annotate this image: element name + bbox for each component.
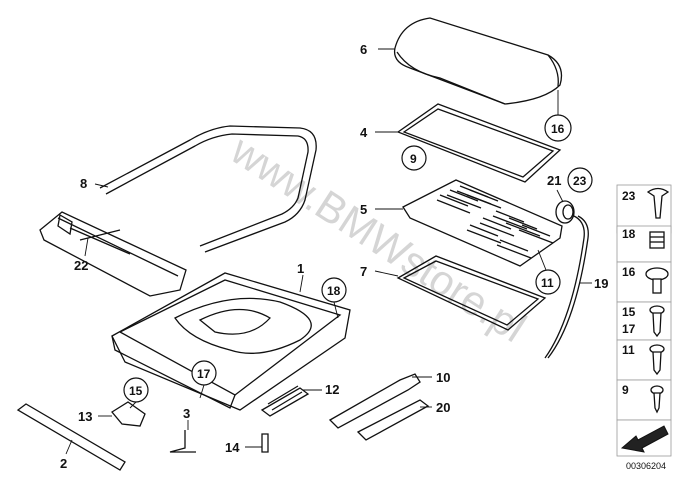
svg-text:17: 17 xyxy=(622,322,636,336)
legend-row-15-17: 15 17 xyxy=(622,305,665,338)
label-3: 3 xyxy=(183,406,190,421)
svg-text:9: 9 xyxy=(410,152,417,166)
label-8: 8 xyxy=(80,176,87,191)
legend-row-16: 16 xyxy=(622,265,669,294)
push-rivet-icon xyxy=(646,187,670,219)
glass-seal-part[interactable] xyxy=(396,103,562,183)
clip-part[interactable] xyxy=(169,430,196,453)
legend-row-11: 11 xyxy=(622,343,665,376)
label-10: 10 xyxy=(436,370,450,385)
diagram-arrow-icon xyxy=(620,425,669,453)
front-crossmember-part[interactable] xyxy=(39,211,187,297)
svg-text:11: 11 xyxy=(541,276,554,290)
drive-cable-part[interactable] xyxy=(328,373,421,429)
torx-screw-icon xyxy=(649,344,665,376)
legend-row-23: 23 xyxy=(622,187,670,219)
svg-text:15: 15 xyxy=(622,305,636,319)
bracket-part[interactable] xyxy=(261,433,269,453)
fastener-legend: 23 18 16 15 17 xyxy=(616,184,672,457)
label-14: 14 xyxy=(225,440,240,455)
label-2: 2 xyxy=(60,456,67,471)
svg-text:16: 16 xyxy=(551,122,565,136)
grommet-part[interactable] xyxy=(555,200,575,224)
callout-23[interactable]: 23 xyxy=(567,167,593,193)
diagram-code: 00306204 xyxy=(626,461,666,471)
screw-icon xyxy=(649,305,665,338)
svg-text:16: 16 xyxy=(622,265,636,279)
callout-18[interactable]: 18 xyxy=(321,277,347,303)
rack-part[interactable] xyxy=(260,385,310,417)
cable-guide-part[interactable] xyxy=(356,399,430,441)
label-22: 22 xyxy=(74,258,88,273)
frame-seal-part[interactable] xyxy=(396,255,547,331)
sunshade-frame-part[interactable] xyxy=(402,179,563,267)
svg-text:23: 23 xyxy=(573,174,587,188)
svg-text:9: 9 xyxy=(622,383,629,397)
wind-deflector-seal-part[interactable] xyxy=(99,125,317,253)
svg-text:15: 15 xyxy=(129,384,143,398)
label-19: 19 xyxy=(594,276,608,291)
svg-text:23: 23 xyxy=(622,189,636,203)
flange-screw-icon xyxy=(645,267,669,294)
label-21: 21 xyxy=(547,173,561,188)
callout-17[interactable]: 17 xyxy=(191,360,217,386)
label-5: 5 xyxy=(360,202,367,217)
svg-text:18: 18 xyxy=(327,284,341,298)
callout-16[interactable]: 16 xyxy=(544,114,572,142)
callout-15[interactable]: 15 xyxy=(123,377,149,403)
label-4: 4 xyxy=(360,125,368,140)
motor-bracket-part[interactable] xyxy=(111,401,146,427)
legend-row-9: 9 xyxy=(622,383,664,414)
svg-text:18: 18 xyxy=(622,227,636,241)
callout-11[interactable]: 11 xyxy=(535,269,561,295)
legend-row-18: 18 xyxy=(622,227,665,249)
tapping-screw-icon xyxy=(650,385,664,414)
drain-hose-part[interactable] xyxy=(544,215,589,359)
label-12: 12 xyxy=(325,382,339,397)
sunroof-frame-part[interactable] xyxy=(111,272,351,411)
expanding-nut-icon xyxy=(649,231,665,249)
svg-text:17: 17 xyxy=(197,367,211,381)
label-20: 20 xyxy=(436,400,450,415)
rear-crossmember-part[interactable] xyxy=(16,403,126,471)
label-13: 13 xyxy=(78,409,92,424)
label-1: 1 xyxy=(297,261,304,276)
glass-panel-part[interactable] xyxy=(393,17,563,105)
callout-9[interactable]: 9 xyxy=(401,145,427,171)
svg-text:11: 11 xyxy=(622,343,635,357)
label-7: 7 xyxy=(360,264,367,279)
label-6: 6 xyxy=(360,42,367,57)
